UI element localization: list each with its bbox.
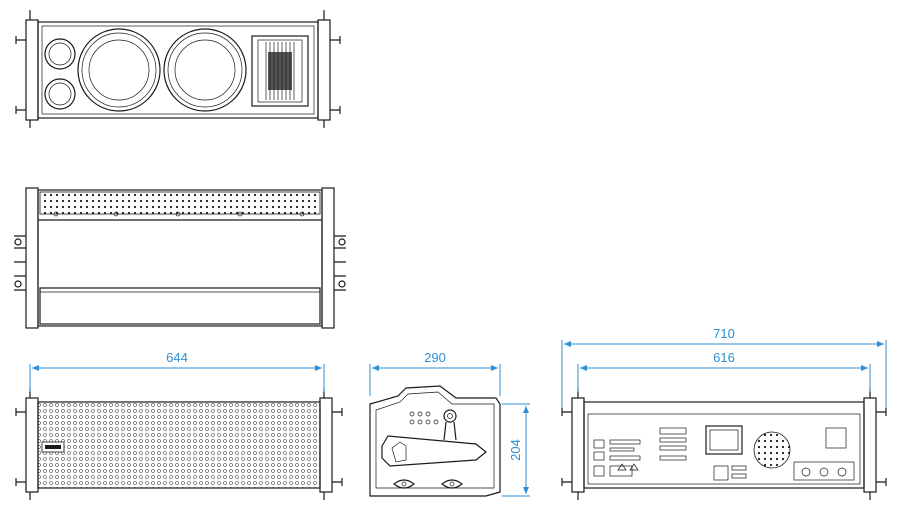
dimension-rear-overall: 710: [561, 326, 887, 408]
dimension-side-height: 204: [502, 403, 530, 497]
front-view: [15, 388, 343, 500]
side-view: [369, 385, 501, 497]
side-height-label: 204: [508, 439, 523, 461]
rear-body-label: 616: [713, 350, 735, 365]
top-view: [15, 10, 341, 128]
dimension-front-width: 644: [29, 350, 325, 392]
dimension-rear-body: 616: [577, 350, 871, 392]
rear-overall-label: 710: [713, 326, 735, 341]
rear-view: [561, 388, 887, 500]
front-width-label: 644: [166, 350, 188, 365]
middle-view: [14, 187, 346, 329]
side-depth-label: 290: [424, 350, 446, 365]
dimension-side-depth: 290: [369, 350, 501, 396]
